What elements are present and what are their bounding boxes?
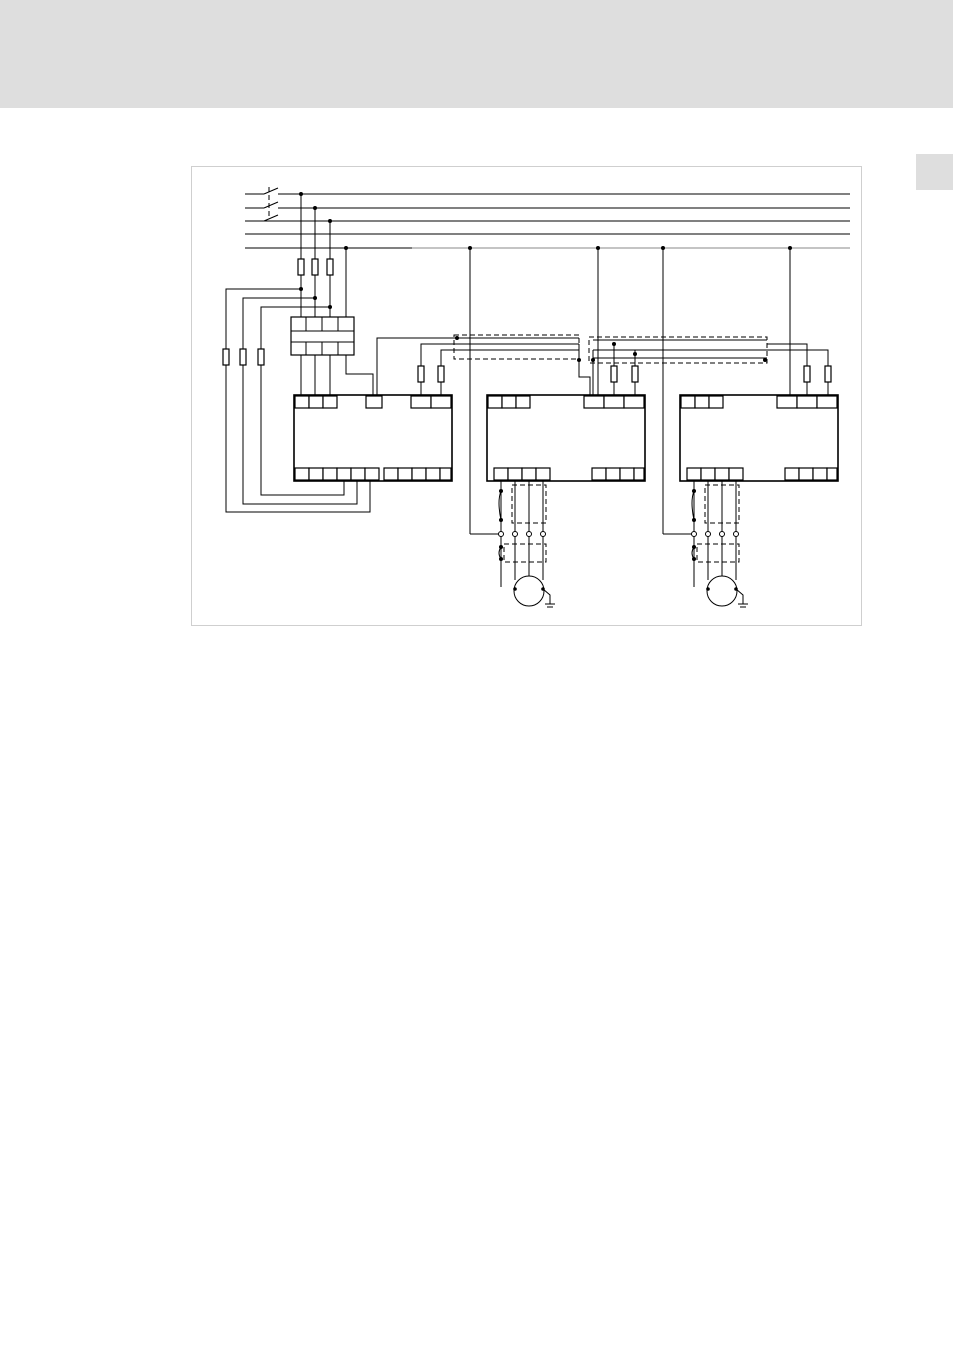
wiring-diagram-figure — [191, 166, 862, 626]
supply-busbars — [245, 194, 850, 248]
dc-bus-interconnect — [377, 335, 831, 395]
motor-2-icon — [707, 576, 737, 606]
motor-1-icon — [514, 576, 544, 606]
motor-2-assembly — [692, 480, 749, 607]
main-disconnect-switch — [245, 187, 292, 221]
drive-unit-1 — [294, 395, 452, 481]
motor-1-assembly — [499, 480, 556, 607]
wiring-diagram-svg — [192, 167, 863, 627]
drive-unit-2 — [487, 395, 645, 481]
line-filter-block — [291, 317, 373, 395]
drive-unit-3 — [680, 395, 838, 481]
chapter-tab-marker — [916, 154, 953, 190]
page-header-band — [0, 0, 953, 108]
pe-drops — [468, 246, 792, 534]
